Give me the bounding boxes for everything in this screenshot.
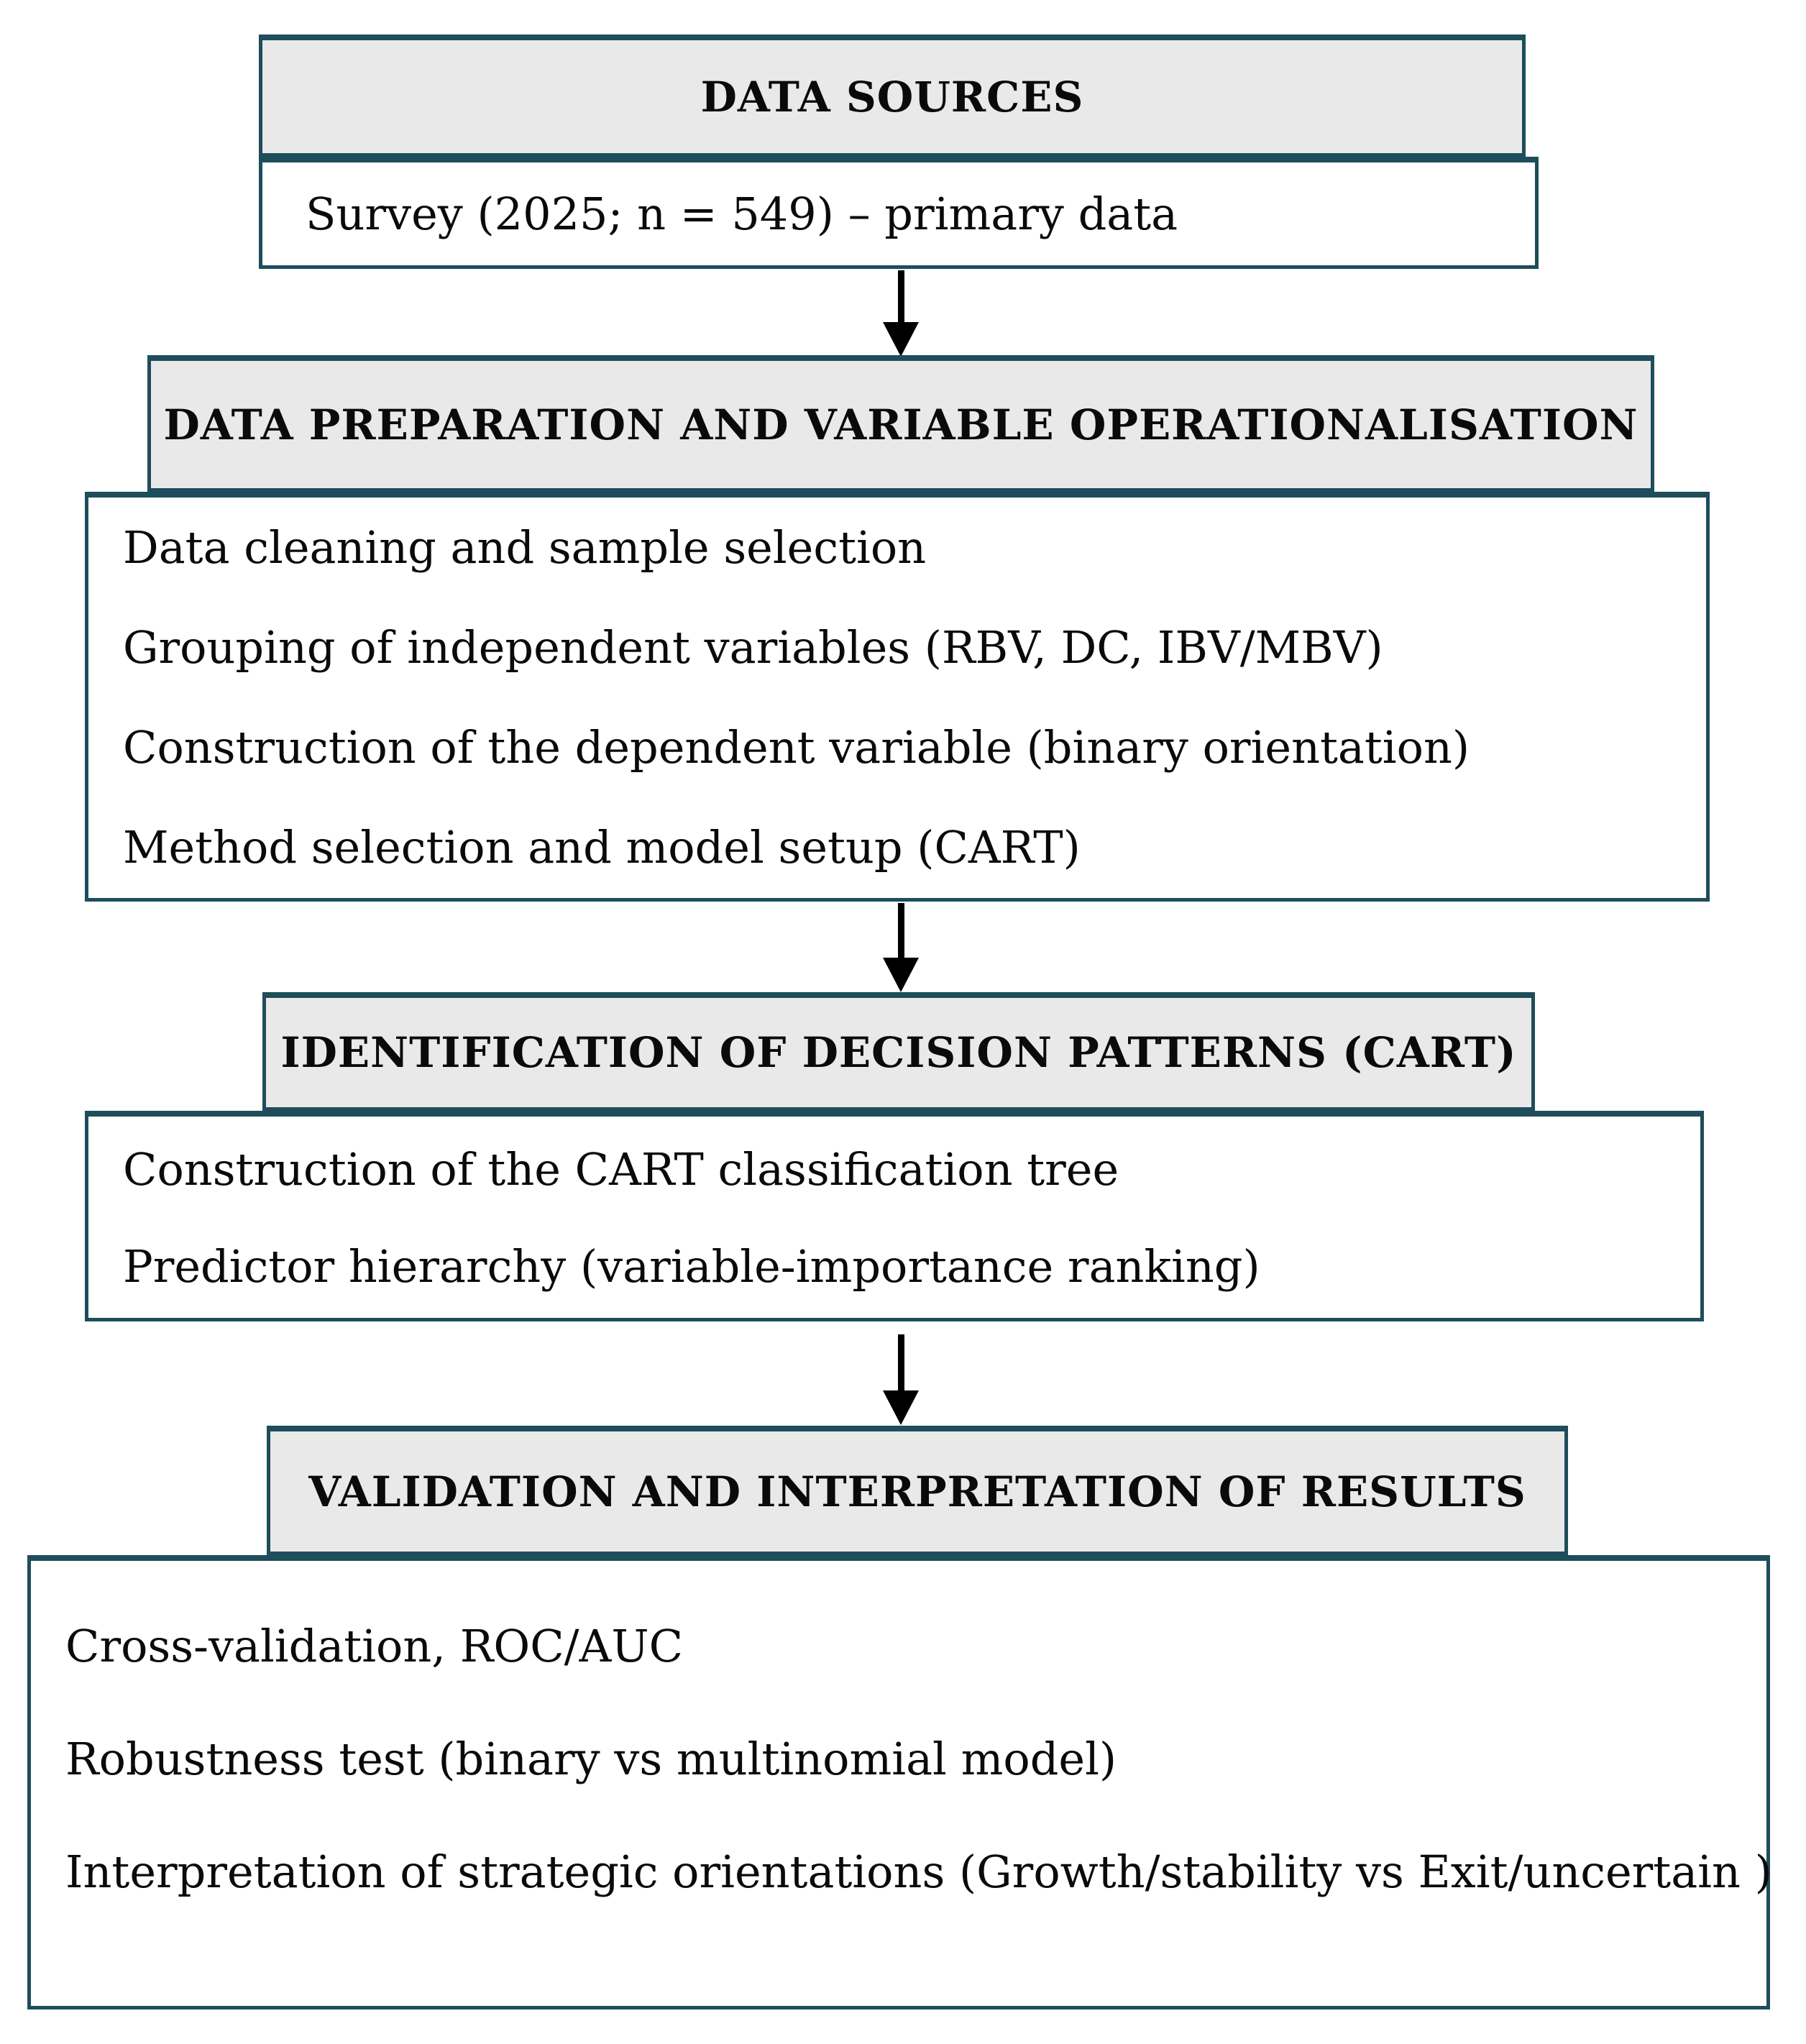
stage-1-header-box: DATA SOURCES [259, 35, 1526, 157]
arrow-head [883, 958, 919, 992]
stage-4-title: VALIDATION AND INTERPRETATION OF RESULTS [308, 1467, 1526, 1516]
arrow-shaft [897, 270, 904, 322]
stage-4-item: Robustness test (binary vs multinomial m… [65, 1733, 1117, 1785]
arrow-shaft [897, 1334, 904, 1390]
stage-3-header-box: IDENTIFICATION OF DECISION PATTERNS (CAR… [262, 992, 1535, 1111]
stage-2-item: Grouping of independent variables (RBV, … [123, 621, 1383, 674]
stage-1-content-box: Survey (2025; n = 549) – primary data [259, 157, 1539, 269]
stage-2-item: Data cleaning and sample selection [123, 521, 927, 574]
stage-2-item: Construction of the dependent variable (… [123, 721, 1470, 774]
stage-4-content-box: Cross-validation, ROC/AUC Robustness tes… [27, 1555, 1772, 2009]
stage-4-item: Cross-validation, ROC/AUC [65, 1620, 684, 1672]
stage-1-title: DATA SOURCES [700, 72, 1084, 122]
stage-3-content-box: Construction of the CART classification … [85, 1111, 1704, 1321]
stage-2-title: DATA PREPARATION AND VARIABLE OPERATIONA… [163, 400, 1638, 449]
stage-2-item: Method selection and model setup (CART) [123, 821, 1081, 874]
stage-3-item: Construction of the CART classification … [123, 1143, 1119, 1196]
stage-2-content-box: Data cleaning and sample selection Group… [85, 492, 1710, 902]
down-arrow-icon [883, 1334, 919, 1425]
down-arrow-icon [883, 903, 919, 992]
stage-4-header-box: VALIDATION AND INTERPRETATION OF RESULTS [267, 1426, 1568, 1555]
stage-3-item: Predictor hierarchy (variable-importance… [123, 1240, 1260, 1293]
arrow-shaft [897, 903, 904, 958]
arrow-head [883, 322, 919, 357]
down-arrow-icon [883, 270, 919, 357]
stage-1-item: Survey (2025; n = 549) – primary data [306, 188, 1178, 240]
stage-3-title: IDENTIFICATION OF DECISION PATTERNS (CAR… [280, 1028, 1517, 1077]
stage-4-item: Interpretation of strategic orientations… [65, 1846, 1772, 1898]
arrow-head [883, 1390, 919, 1425]
stage-2-header-box: DATA PREPARATION AND VARIABLE OPERATIONA… [147, 355, 1654, 492]
